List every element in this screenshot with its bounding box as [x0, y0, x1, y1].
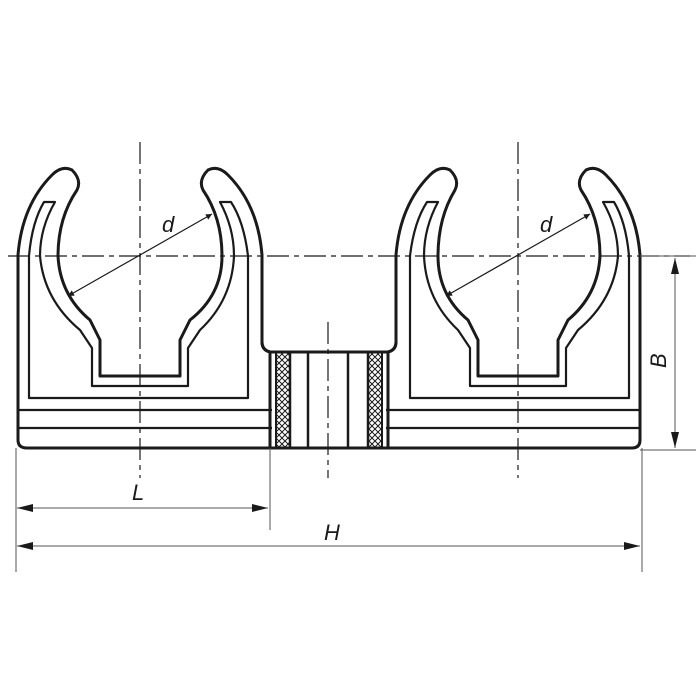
clip-inner-ribs	[18, 200, 640, 430]
total-width-dimension: H	[17, 520, 640, 550]
height-label: B	[646, 353, 671, 368]
half-width-label: L	[132, 480, 144, 505]
central-connector	[270, 351, 388, 450]
clip-body	[16, 166, 642, 450]
center-lines-vertical	[139, 142, 519, 478]
diameter-label-right: d	[540, 212, 553, 237]
diameter-dimension-right: d	[445, 212, 591, 297]
height-dimension: B	[646, 258, 679, 448]
extension-lines	[15, 255, 696, 572]
total-width-label: H	[324, 520, 340, 545]
diameter-dimension-left: d	[67, 212, 213, 297]
half-width-dimension: L	[17, 480, 268, 512]
diameter-label-left: d	[162, 212, 175, 237]
